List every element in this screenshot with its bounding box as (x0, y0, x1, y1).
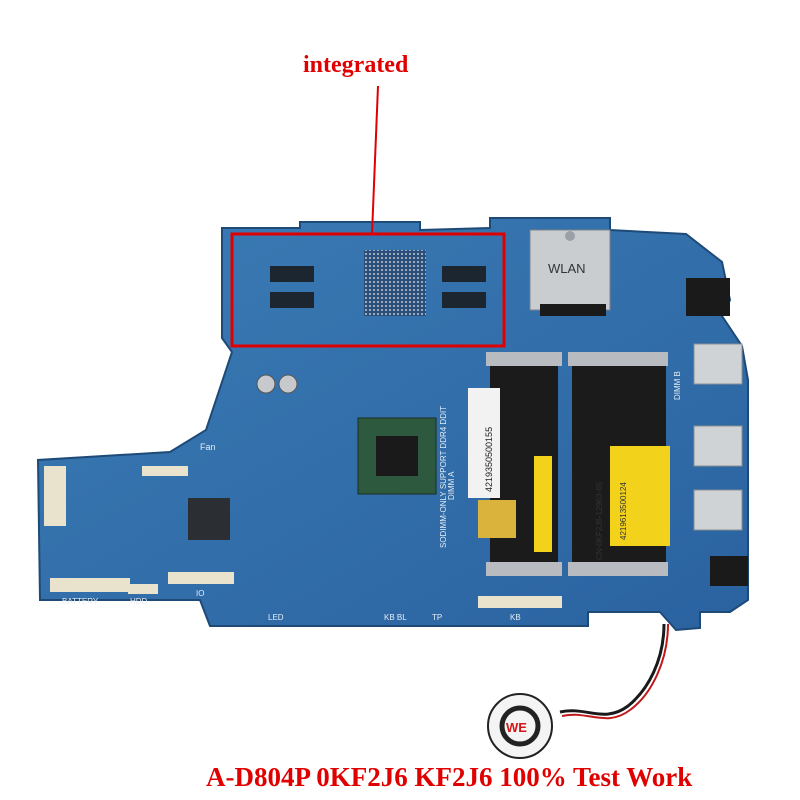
cmos-coin-cell-inner (499, 705, 541, 747)
wlan-screw (565, 231, 575, 241)
silkscreen-io: IO (196, 589, 204, 598)
silkscreen-sodimm: SODIMM-ONLY SUPPORT DDR4 DDIT (439, 406, 448, 548)
silkscreen-hdd: HDD (130, 597, 148, 606)
apu-die (376, 436, 418, 476)
dimm-slot-b-metal (568, 562, 668, 576)
memory-chip (442, 266, 486, 282)
barcode-sticker (468, 388, 500, 498)
cmos-battery-wire-red (561, 623, 669, 720)
capacitor (256, 374, 276, 394)
integrated-annotation-label: integrated (303, 52, 409, 78)
silkscreen-dimm-a: DIMM A (447, 471, 456, 500)
memory-chip (270, 292, 314, 308)
sticker-text-1: 4219613500124 (619, 482, 628, 540)
ite-controller-chip (188, 498, 230, 540)
dimm-slot-b-metal (568, 352, 668, 366)
silkscreen-tp: TP (432, 613, 442, 622)
integrated-pointer-line (371, 85, 379, 235)
silkscreen-kb-bl: KB BL (384, 613, 407, 622)
fpc-connector (44, 466, 66, 526)
kapton-patch (478, 500, 516, 538)
coin-cell-mark: WE (506, 720, 527, 735)
audio-jack (710, 556, 748, 586)
ethernet-port (686, 278, 730, 316)
silkscreen-led: LED (268, 613, 284, 622)
silkscreen-fan: Fan (200, 442, 216, 452)
battery-connector (50, 578, 130, 592)
wlan-silkscreen: WLAN (548, 261, 586, 276)
product-caption: A-D804P 0KF2J6 KF2J6 100% Test Work (206, 762, 693, 792)
yellow-sticker (610, 446, 670, 546)
io-connector (168, 572, 234, 584)
usb-port (693, 343, 743, 385)
wlan-shield (529, 229, 611, 311)
memory-chip (270, 266, 314, 282)
barcode-text: 4219350500155 (484, 427, 494, 492)
integrated-highlight-box (230, 232, 506, 348)
hdd-connector (128, 584, 158, 594)
yellow-sticker (534, 456, 552, 552)
dimm-slot-a-metal (486, 562, 562, 576)
cmos-battery-wire (559, 623, 666, 716)
wlan-connector (540, 304, 606, 316)
memory-chip (442, 292, 486, 308)
dimm-slot-a-metal (486, 352, 562, 366)
cpu-bga-pads (364, 250, 426, 316)
sticker-text-2: CN-0KF2J6-12963-65 (595, 481, 604, 560)
usb-port (693, 425, 743, 467)
kb-connector (478, 596, 562, 608)
silkscreen-battery: BATTERY (62, 597, 99, 606)
capacitor (278, 374, 298, 394)
usb-port (693, 489, 743, 531)
silkscreen-dimm-b: DIMM B (673, 371, 682, 400)
fan-connector (142, 466, 188, 476)
silkscreen-kb: KB (510, 613, 521, 622)
